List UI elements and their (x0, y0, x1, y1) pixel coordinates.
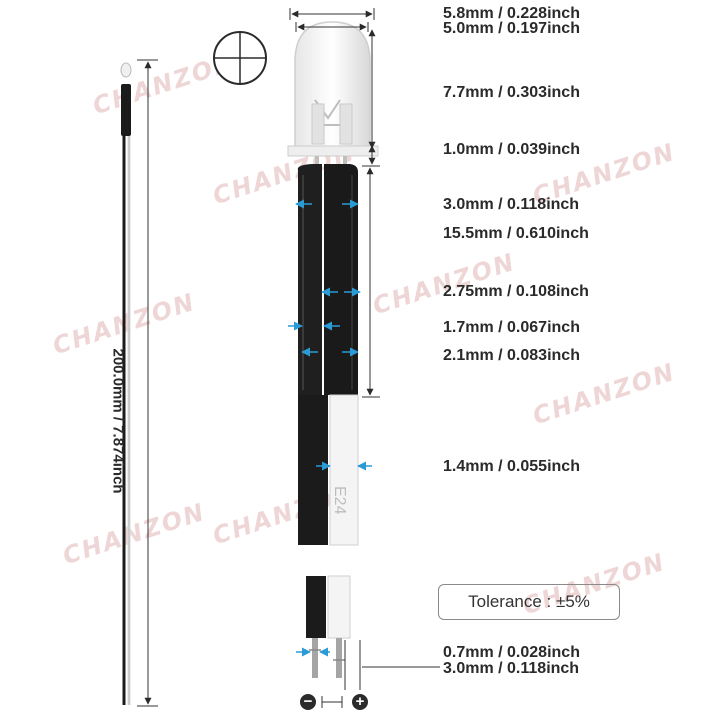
dimension-label: 5.8mm / 0.228inch (443, 5, 580, 22)
wires (298, 394, 359, 678)
led-thumbnail (120, 62, 132, 705)
dimension-label: 5.0mm / 0.197inch (443, 20, 580, 37)
dimension-label: 3.0mm / 0.118inch (443, 660, 580, 677)
negative-polarity-icon: − (300, 694, 316, 710)
total-length-label: 200.0mm / 7.874inch (109, 348, 127, 494)
tolerance-text: Tolerance : ±5% (468, 592, 590, 611)
dimension-label: 1.7mm / 0.067inch (443, 319, 580, 336)
dimension-label: 2.75mm / 0.108inch (443, 283, 589, 300)
dimension-label: 1.4mm / 0.055inch (443, 458, 580, 475)
dimension-lines (289, 8, 440, 708)
heat-shrink-sleeves (297, 164, 358, 395)
positive-polarity-icon: + (352, 694, 368, 710)
dimension-label: 7.7mm / 0.303inch (443, 84, 580, 101)
blue-dimension-arrows (288, 199, 372, 657)
led-end-view (213, 31, 267, 85)
cable-print: E24 (331, 486, 348, 515)
dimension-label: 3.0mm / 0.118inch (443, 196, 580, 213)
tolerance-box: Tolerance : ±5% (438, 584, 620, 620)
dimension-label: 15.5mm / 0.610inch (443, 225, 589, 242)
dimension-label: 1.0mm / 0.039inch (443, 141, 580, 158)
led-lens (287, 21, 379, 157)
dimension-label: 0.7mm / 0.028inch (443, 644, 580, 661)
total-length-dimension (137, 59, 158, 707)
dimension-label: 2.1mm / 0.083inch (443, 347, 580, 364)
